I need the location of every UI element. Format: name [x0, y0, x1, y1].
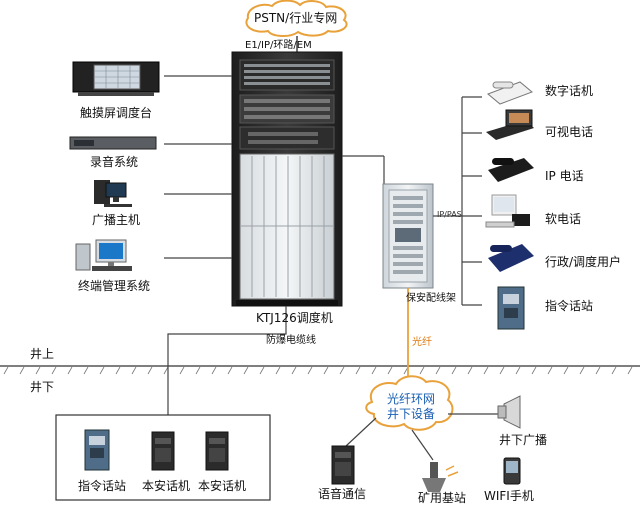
box-device-label: 本安话机 — [198, 479, 247, 493]
ground-below-label: 井下 — [30, 380, 55, 394]
bottom-device-label: 矿用基站 — [418, 491, 467, 505]
left-device-label: 终端管理系统 — [78, 279, 151, 293]
ktj126-rack — [231, 51, 343, 307]
ground-line — [0, 365, 640, 375]
underground-connections — [345, 413, 498, 461]
box-command-station-icon — [84, 429, 110, 471]
fiber-ring-label: 光纤环网 井下设备 — [386, 392, 435, 421]
wifi-phone-icon — [503, 457, 521, 485]
fiber-label: 光纤 — [412, 337, 432, 348]
box-device-label: 指令话站 — [78, 479, 127, 493]
terminal-management-pc — [75, 239, 132, 271]
intrinsic-safe-phone-icon — [151, 431, 175, 471]
right-device-label: IP 电话 — [545, 169, 584, 183]
right-device-label: 行政/调度用户 — [545, 255, 622, 269]
right-device-label: 指令话站 — [545, 299, 594, 313]
intrinsic-safe-phone-icon — [205, 431, 229, 471]
cable-label: 防爆电缆线 — [266, 335, 316, 346]
command-station-icon — [497, 286, 525, 330]
voice-comm-phone-icon — [331, 445, 355, 485]
recording-system — [69, 136, 157, 150]
rack-label: KTJ126调度机 — [256, 311, 333, 325]
pstn-cloud — [245, 0, 348, 37]
right-device-label: 软电话 — [545, 212, 582, 226]
right-connections — [433, 96, 482, 306]
box-device-label: 本安话机 — [142, 479, 191, 493]
protection-cabinet — [382, 183, 434, 289]
ground-above-label: 井上 — [30, 347, 55, 361]
video-phone-icon — [486, 109, 534, 140]
cabinet-label: 保安配线架 — [406, 293, 456, 304]
digital-phone-icon — [487, 81, 533, 105]
left-device-label: 录音系统 — [90, 155, 139, 169]
bottom-device-label: WIFI手机 — [484, 489, 534, 503]
bottom-device-label: 语音通信 — [318, 487, 367, 501]
left-device-label: 触摸屏调度台 — [80, 106, 153, 120]
left-device-label: 广播主机 — [92, 213, 141, 227]
softphone-icon — [485, 194, 530, 228]
underground-broadcast-icon — [497, 395, 521, 429]
touch-console — [72, 61, 160, 96]
left-connections — [164, 75, 232, 259]
mine-base-station-icon — [422, 462, 459, 492]
bottom-device-label: 井下广播 — [499, 433, 548, 447]
cabinet-iface-label: IP/PAS — [437, 210, 462, 219]
ip-phone-icon — [488, 158, 534, 182]
right-device-label: 数字话机 — [545, 84, 594, 98]
pstn-label: PSTN/行业专网 — [254, 11, 338, 25]
link-label: E1/IP/环路/EM — [245, 40, 312, 51]
right-device-label: 可视电话 — [545, 125, 594, 139]
admin-dispatch-phone-icon — [488, 244, 534, 272]
fiber-ring-cloud — [365, 375, 454, 431]
explosion-proof-cable — [167, 306, 287, 415]
broadcast-host — [94, 180, 132, 207]
